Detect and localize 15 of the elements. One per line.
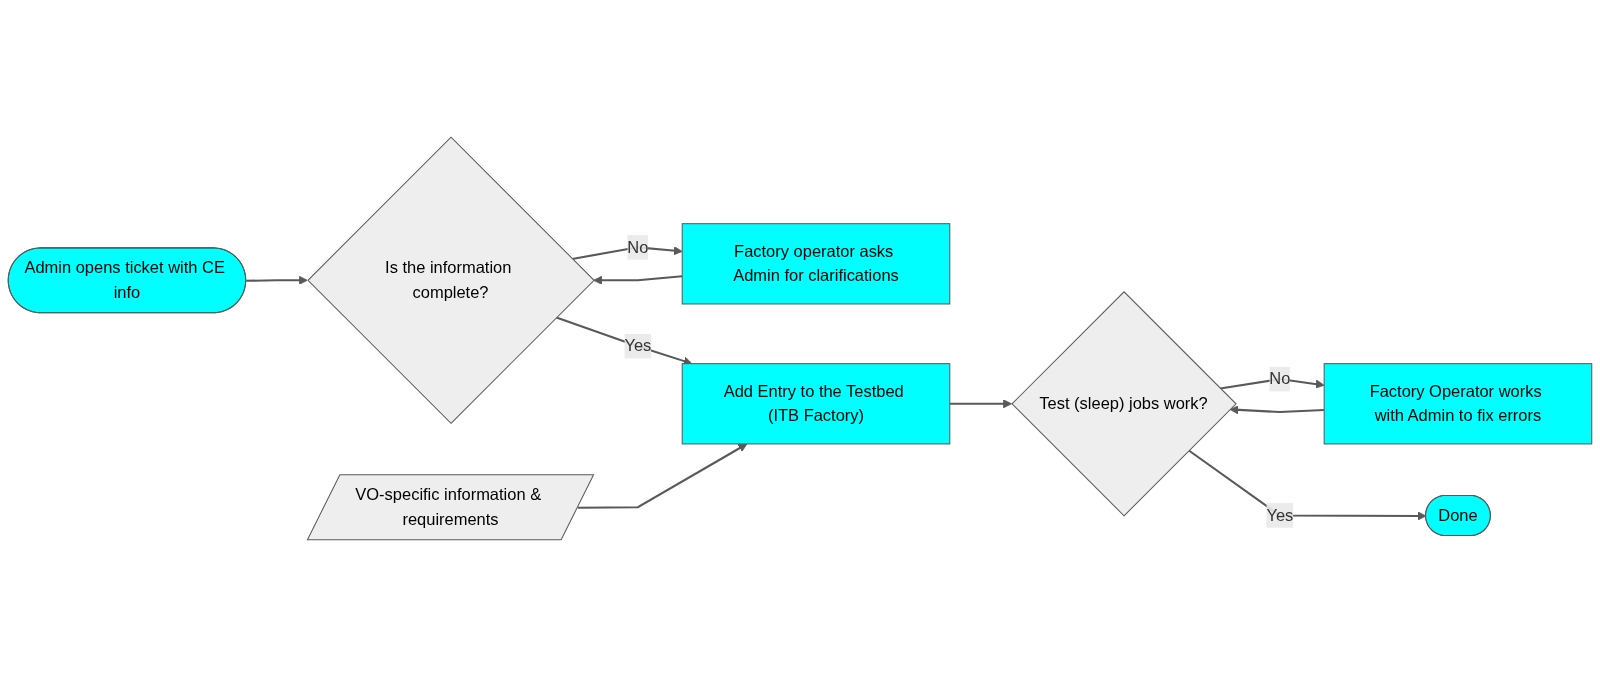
arrow xyxy=(949,398,1012,408)
node-box: Add Entry to the Testbed (ITB Factory) xyxy=(681,362,951,444)
node-diamond: Is the information complete? xyxy=(307,136,595,424)
edge-label: No xyxy=(627,237,649,256)
node-box: Factory Operator works with Admin to fix errors xyxy=(1323,362,1593,444)
arrow xyxy=(593,274,683,285)
node-diamond: Test (sleep) jobs work? xyxy=(1011,290,1237,517)
node-box: Factory operator asks Admin for clarifications xyxy=(681,222,951,305)
arrow xyxy=(577,443,748,509)
arrow xyxy=(246,275,308,285)
arrow xyxy=(1229,404,1325,414)
edge-label: Yes xyxy=(624,336,652,354)
edge-label: Yes xyxy=(1266,505,1294,524)
arrow xyxy=(556,316,693,365)
edge-label: No xyxy=(1269,369,1291,387)
